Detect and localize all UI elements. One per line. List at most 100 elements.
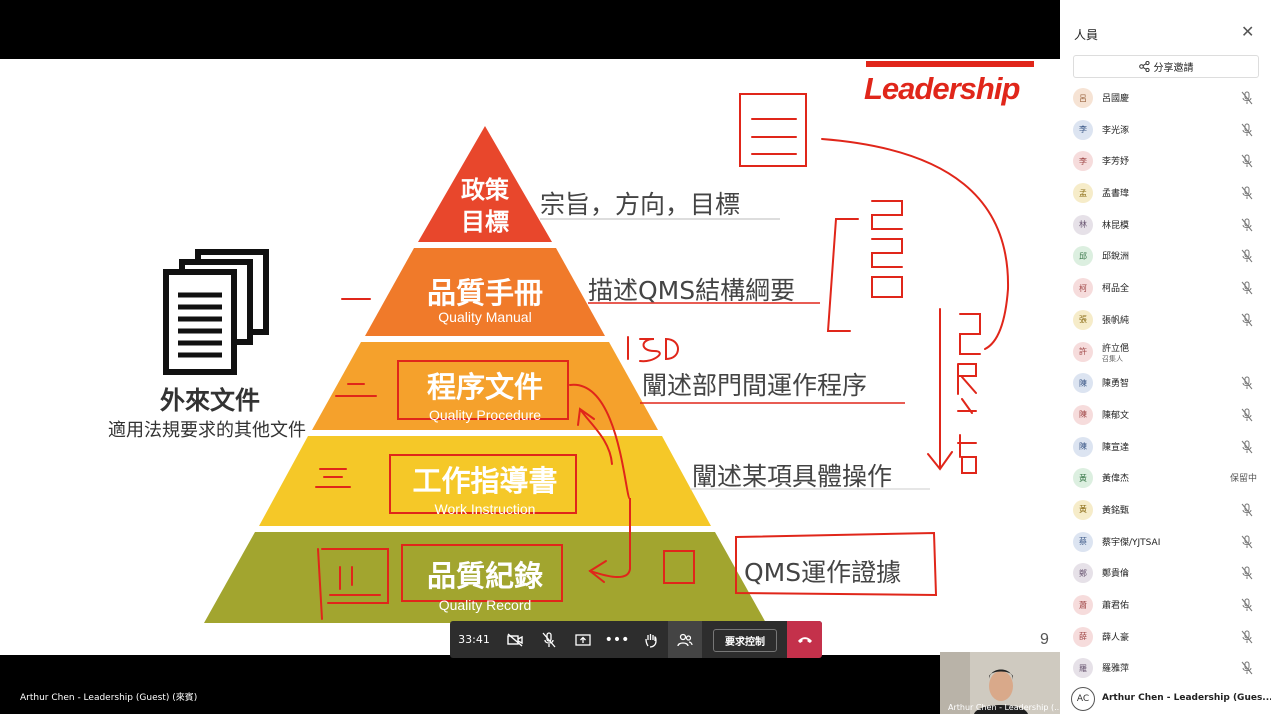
participant-row[interactable]: 林林昆模 (1060, 209, 1271, 241)
participant-row[interactable]: 許許立俋召集人 (1060, 336, 1271, 368)
meeting-control-bar: 33:41 ••• 要求控制 (450, 621, 822, 658)
muted-mic-icon (1241, 598, 1253, 612)
leadership-logo: Leadership (864, 71, 1020, 106)
slide-page-number: 9 (1040, 631, 1049, 648)
pyramid-title-1: 政策 目標 (461, 176, 509, 236)
avatar: 黃 (1073, 499, 1093, 520)
self-view-person (940, 652, 1060, 714)
current-user-row[interactable]: AC Arthur Chen - Leadership (Gues... (1060, 684, 1271, 714)
participant-row[interactable]: 張張帆純 (1060, 304, 1271, 336)
request-control-button[interactable]: 要求控制 (713, 629, 777, 652)
avatar: 黃 (1073, 468, 1093, 489)
participant-name: 張帆純 (1102, 315, 1130, 326)
avatar: 羅 (1073, 658, 1093, 679)
participant-row[interactable]: 薛薛人豪 (1060, 621, 1271, 653)
people-panel-title: 人員 (1074, 28, 1099, 42)
people-icon (677, 633, 693, 646)
participant-name: 柯品全 (1102, 284, 1130, 295)
avatar: 陳 (1073, 404, 1093, 425)
camera-off-button[interactable] (498, 621, 532, 658)
muted-mic-icon (1241, 123, 1253, 137)
participant-row[interactable]: 陳陳宣達 (1060, 431, 1271, 463)
participant-row[interactable]: 李李光涿 (1060, 114, 1271, 146)
more-options-button[interactable]: ••• (600, 621, 634, 658)
share-screen-button[interactable] (566, 621, 600, 658)
raise-hand-button[interactable] (634, 621, 668, 658)
pyramid-title-5: 品質紀錄 (426, 559, 543, 593)
close-icon: ✕ (1241, 22, 1255, 41)
participant-name: 李芳妤 (1102, 157, 1130, 168)
muted-mic-icon (1241, 661, 1253, 675)
pyramid-level-2 (365, 248, 605, 336)
muted-mic-icon (1241, 281, 1253, 295)
camera-off-icon (507, 632, 523, 647)
raise-hand-icon (645, 633, 657, 648)
participant-name: 邱銳洲 (1102, 252, 1130, 263)
pyramid-desc-5: QMS運作證據 (744, 558, 902, 587)
pyramid-sub-3: Quality Procedure (428, 407, 542, 423)
muted-mic-icon (1241, 218, 1253, 232)
avatar: 柯 (1073, 278, 1093, 299)
participant-status: 保留中 (1230, 474, 1258, 485)
muted-mic-icon (1241, 440, 1253, 453)
participant-row[interactable]: 黃黃偉杰保留中 (1060, 462, 1271, 494)
muted-mic-icon (1241, 503, 1253, 517)
hang-up-button[interactable] (787, 621, 822, 658)
participant-name: 孟書瑋 (1102, 189, 1130, 200)
avatar: 陳 (1073, 436, 1093, 457)
handwritten-annotations (315, 93, 1010, 620)
external-doc-subtitle: 適用法規要求的其他文件 (108, 420, 306, 441)
pyramid-level-4 (259, 436, 711, 526)
muted-mic-icon (1241, 249, 1253, 263)
avatar: 蔡 (1073, 531, 1093, 552)
avatar: AC (1071, 687, 1095, 711)
participant-row[interactable]: 蕭蕭君佑 (1060, 589, 1271, 621)
pyramid-sub-4: Work Instruction (434, 501, 536, 517)
participant-row[interactable]: 邱邱銳洲 (1060, 240, 1271, 272)
participant-row[interactable]: 蔡蔡宇傑/YJTSAI (1060, 526, 1271, 558)
participant-row[interactable]: 陳陳郁文 (1060, 399, 1271, 431)
share-screen-icon (575, 633, 591, 646)
participant-name: 陳郁文 (1102, 410, 1130, 421)
avatar: 李 (1073, 151, 1093, 172)
meeting-timer: 33:41 (458, 633, 490, 646)
pyramid-level-5 (204, 532, 766, 623)
muted-mic-icon (1241, 186, 1253, 200)
participant-row[interactable]: 李李芳妤 (1060, 145, 1271, 177)
participant-list: 呂呂國慶李李光涿李李芳妤孟孟書瑋林林昆模邱邱銳洲柯柯品全張張帆純許許立俋召集人陳… (1060, 82, 1271, 684)
self-view-label: Arthur Chen - Leadership (... (948, 703, 1060, 712)
people-button[interactable] (668, 621, 702, 658)
participant-row[interactable]: 柯柯品全 (1060, 272, 1271, 304)
mic-off-button[interactable] (532, 621, 566, 658)
presenter-label: Arthur Chen - Leadership (Guest) (來賓) (20, 693, 198, 703)
avatar: 蕭 (1073, 595, 1093, 615)
muted-mic-icon (1241, 313, 1253, 327)
avatar: 邱 (1073, 246, 1093, 267)
participant-row[interactable]: 鄭鄭貴倫 (1060, 557, 1271, 589)
participant-name: 薛人豪 (1102, 632, 1130, 643)
participant-row[interactable]: 陳陳勇智 (1060, 367, 1271, 399)
self-view-video[interactable]: Arthur Chen - Leadership (... (940, 652, 1060, 714)
pyramid-title-2: 品質手冊 (426, 276, 543, 310)
muted-mic-icon (1241, 154, 1253, 168)
pyramid-desc-3: 闡述部門間運作程序 (642, 371, 868, 400)
logo-bar (866, 61, 1034, 67)
share-invite-label: 分享邀請 (1153, 63, 1194, 74)
participant-row[interactable]: 呂呂國慶 (1060, 82, 1271, 114)
presentation-slide: Leadership 政策 目標 宗旨，方向，目標 品質手冊 Quality M… (0, 59, 1060, 655)
participant-row[interactable]: 孟孟書瑋 (1060, 177, 1271, 209)
pyramid-sub-2: Quality Manual (438, 309, 532, 325)
pyramid-title-3: 程序文件 (426, 370, 543, 404)
share-icon (1138, 61, 1150, 72)
participant-row[interactable]: 黃黃銘甄 (1060, 494, 1271, 526)
share-invite-button[interactable]: 分享邀請 (1073, 55, 1259, 78)
pyramid-desc-4: 闡述某項具體操作 (692, 462, 893, 491)
close-panel-button[interactable]: ✕ (1241, 22, 1254, 41)
participant-name: 陳勇智 (1102, 379, 1130, 390)
avatar: 林 (1073, 214, 1093, 235)
slide-drawing (163, 93, 1010, 623)
avatar: 李 (1073, 119, 1093, 140)
people-panel: 人員 ✕ 分享邀請 呂呂國慶李李光涿李李芳妤孟孟書瑋林林昆模邱邱銳洲柯柯品全張張… (1060, 0, 1271, 714)
participant-row[interactable]: 羅羅雅萍 (1060, 652, 1271, 684)
current-user-name: Arthur Chen - Leadership (Gues... (1102, 693, 1271, 703)
